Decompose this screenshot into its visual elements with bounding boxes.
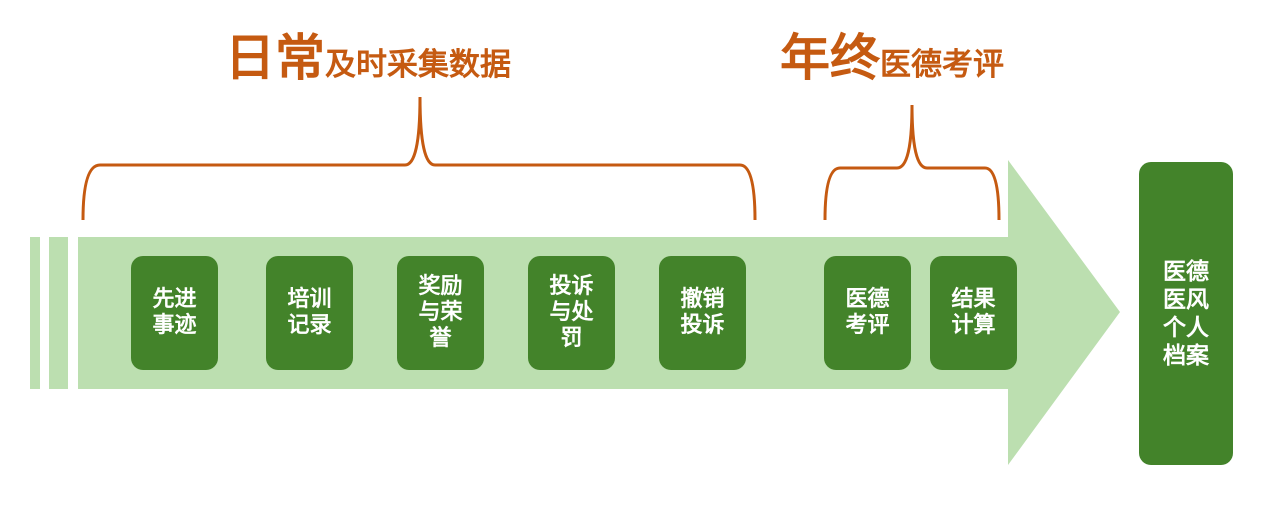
annual-title: 年终医德考评 [780, 18, 1004, 90]
stripe [30, 237, 40, 389]
step-label: 撤销投诉 [680, 287, 725, 338]
step-box: 奖励与荣誉 [397, 256, 484, 370]
daily-title-sub: 及时采集数据 [325, 47, 511, 83]
step-label: 医德考评 [845, 287, 890, 338]
annual-title-main: 年终 [780, 29, 880, 87]
step-label: 结果计算 [951, 287, 996, 338]
daily-title: 日常及时采集数据 [225, 18, 511, 90]
step-label: 先进事迹 [152, 287, 197, 338]
step-box: 投诉与处罚 [528, 256, 615, 370]
step-box: 撤销投诉 [659, 256, 746, 370]
annual-title-sub: 医德考评 [880, 47, 1004, 83]
step-label: 奖励与荣誉 [418, 274, 463, 351]
result-box: 医德医风个人档案 [1139, 162, 1233, 465]
daily-brace [81, 96, 757, 221]
step-box: 结果计算 [930, 256, 1017, 370]
stripe [49, 237, 68, 389]
step-box: 先进事迹 [131, 256, 218, 370]
result-label: 医德医风个人档案 [1163, 258, 1209, 369]
step-label: 投诉与处罚 [549, 274, 594, 351]
step-box: 医德考评 [824, 256, 911, 370]
daily-title-main: 日常 [225, 29, 325, 87]
annual-brace [823, 104, 1001, 221]
step-label: 培训记录 [287, 287, 332, 338]
step-box: 培训记录 [266, 256, 353, 370]
